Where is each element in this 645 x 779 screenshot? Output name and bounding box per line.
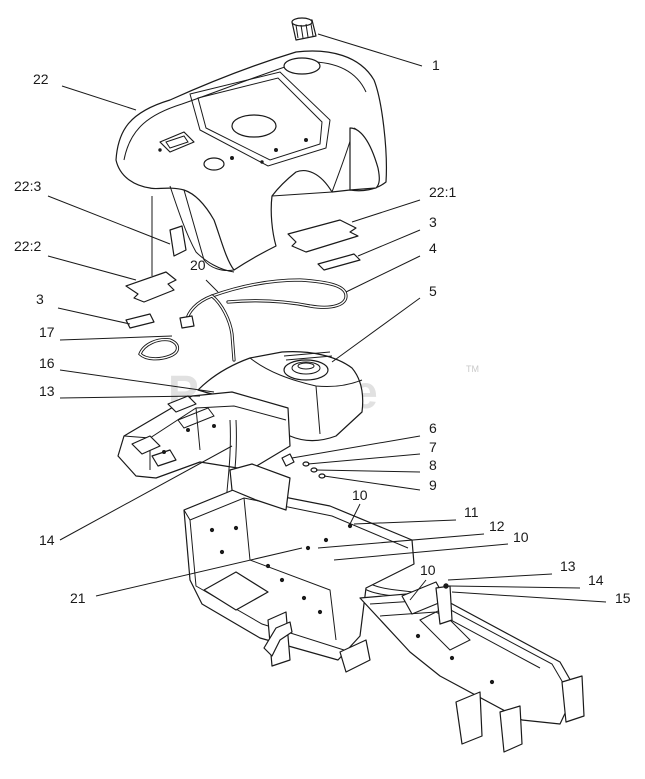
callout-label: 6 — [429, 420, 437, 436]
callout-label: 20 — [190, 257, 206, 273]
callout-label: 10 — [352, 487, 368, 503]
pad-22-2 — [125, 271, 177, 303]
fuel-tank — [197, 351, 364, 442]
strip-3-left — [125, 313, 155, 329]
callout-label: 3 — [36, 291, 44, 307]
callout-label: 7 — [429, 439, 437, 455]
watermark-trademark: TM — [466, 364, 479, 374]
hose-20 — [179, 294, 236, 362]
callout-label: 22:2 — [14, 238, 41, 254]
callout-label: 9 — [429, 477, 437, 493]
callout-label: 22:3 — [14, 178, 41, 194]
callout-label: 14 — [39, 532, 55, 548]
callout-label: 16 — [39, 355, 55, 371]
callout-label: 14 — [588, 572, 604, 588]
callout-label: 21 — [70, 590, 86, 606]
callout-label: 10 — [513, 529, 529, 545]
callout-label: 10 — [420, 562, 436, 578]
tractor-frame — [183, 463, 585, 753]
strip-3-right — [317, 253, 361, 271]
callout-label: 15 — [615, 590, 631, 606]
callout-label: 3 — [429, 214, 437, 230]
callout-label: 4 — [429, 240, 437, 256]
callout-label: 12 — [489, 518, 505, 534]
callout-label: 1 — [432, 57, 440, 73]
callout-labels: 1 22 22:3 22:1 3 22:2 20 4 5 3 17 16 13 6 7 8 9 10 11 12 14 1… — [14, 57, 631, 606]
tank-support — [117, 391, 291, 479]
callout-label: 8 — [429, 457, 437, 473]
pad-22-1 — [287, 219, 359, 253]
hood-fender — [115, 50, 387, 273]
callout-label: 22 — [33, 71, 49, 87]
callout-label: 17 — [39, 324, 55, 340]
callout-label: 11 — [464, 504, 479, 520]
leader-lines — [47, 33, 607, 603]
hardware-6-9 — [281, 453, 326, 479]
vent-hose — [210, 278, 348, 309]
callout-label: 13 — [560, 558, 576, 574]
callout-label: 22:1 — [429, 184, 456, 200]
fuel-cap — [291, 17, 317, 41]
callout-label: 13 — [39, 383, 55, 399]
lever — [263, 621, 293, 657]
callout-label: 5 — [429, 283, 437, 299]
clamp-17 — [138, 338, 180, 361]
